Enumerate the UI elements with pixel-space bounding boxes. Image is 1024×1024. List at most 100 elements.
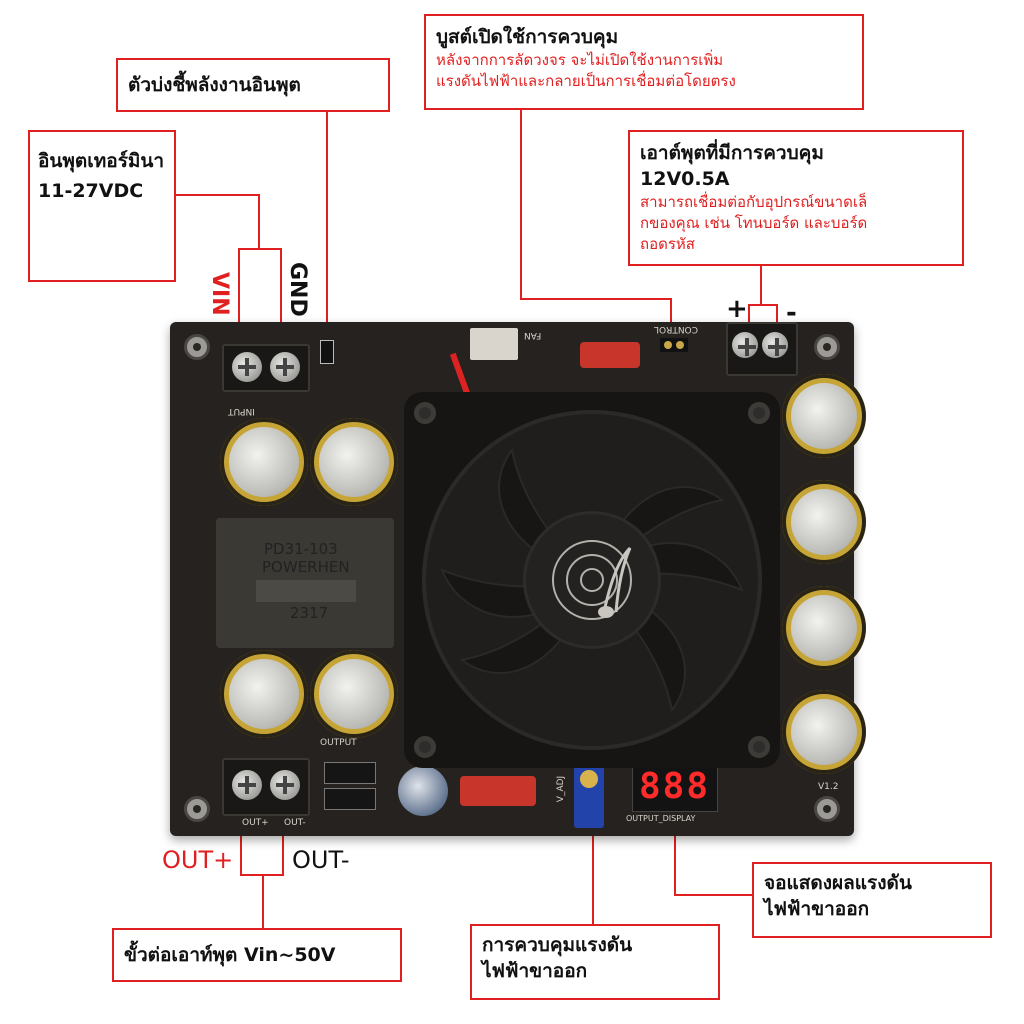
mounting-hole-bl <box>184 796 210 822</box>
ctrl-screw-minus <box>762 332 788 358</box>
output-diode-1 <box>324 762 376 784</box>
controlled-output-callout: เอาต์พุตที่มีการควบคุม 12V0.5A สามารถเชื… <box>628 130 964 266</box>
boost-leader-h <box>520 298 672 300</box>
boost-leader-v2 <box>670 298 672 334</box>
music-note-logo-icon <box>598 546 632 618</box>
output-screw-minus <box>270 770 300 800</box>
output-diode-2 <box>324 788 376 810</box>
version-silk: V1.2 <box>818 782 839 792</box>
mounting-hole-br <box>814 796 840 822</box>
input-capacitor-1 <box>220 418 308 506</box>
output-leader-v2 <box>282 820 284 876</box>
v-adj-silk-label: V_ADJ <box>556 775 567 803</box>
controlled-output-callout-rating: 12V0.5A <box>640 168 730 190</box>
input-terminal-callout: อินพุตเทอร์มินา 11-27VDC <box>28 130 176 282</box>
controlled-output-callout-line1: สามารถเชื่อมต่อกับอุปกรณ์ขนาดเล็ <box>640 193 868 211</box>
controlled-output-callout-line3: ถอดรหัส <box>640 235 695 253</box>
boost-enable-jumper <box>660 338 688 352</box>
input-terminal-callout-title: อินพุตเทอร์มินา 11-27VDC <box>38 150 165 202</box>
fan-screw-tl <box>414 402 436 424</box>
input-capacitor-2 <box>310 418 398 506</box>
control-silk-label: CONTROL <box>654 324 698 334</box>
output-screw-plus <box>232 770 262 800</box>
hub-logo-ring-2 <box>566 554 618 606</box>
mounting-hole-tl <box>184 334 210 360</box>
out-plus-silk: OUT+ <box>242 818 269 828</box>
inductor-core: PD31-103 POWERHEN 2317 <box>216 518 394 648</box>
fan-screw-br <box>748 736 770 758</box>
display-leader-v <box>674 822 676 896</box>
mounting-hole-tr <box>814 334 840 360</box>
output-terminal-callout: ขั้วต่อเอาท์พุต Vin~50V <box>112 928 402 982</box>
input-indicator-callout-title: ตัวบ่งชี้พลังงานอินพุต <box>128 74 301 96</box>
output-capacitor-2 <box>310 650 398 738</box>
ctrl-output-leader-v2 <box>748 304 750 334</box>
display-leader-h <box>674 894 754 896</box>
inductor-text-3: 2317 <box>290 604 329 622</box>
voltage-control-leader <box>592 822 594 924</box>
out-minus-label: OUT- <box>292 846 350 874</box>
film-capacitor-top <box>580 342 640 368</box>
fan-screw-bl <box>414 736 436 758</box>
voltage-display: 888 <box>632 762 718 812</box>
fan-screw-tr <box>748 402 770 424</box>
out-plus-label: OUT+ <box>162 846 234 874</box>
voltage-display-callout: จอแสดงผลแรงดัน ไฟฟ้าขาออก <box>752 862 992 938</box>
fan-connector <box>470 328 518 360</box>
potentiometer-screw[interactable] <box>580 770 598 788</box>
boost-control-callout-line1: หลังจากการลัดวงจร จะไม่เปิดใช้งานการเพิ่… <box>436 51 724 69</box>
fan-blade-area <box>422 410 762 750</box>
film-capacitor-bottom <box>460 776 536 806</box>
fan-silk-label: FAN <box>524 330 542 340</box>
inductor-text-1: PD31-103 <box>264 540 338 558</box>
input-leader-v2 <box>238 248 240 352</box>
voltage-control-callout-title2: ไฟฟ้าขาออก <box>482 960 588 982</box>
voltage-display-callout-title2: ไฟฟ้าขาออก <box>764 898 870 920</box>
right-capacitor-1 <box>782 374 866 458</box>
input-indicator-callout: ตัวบ่งชี้พลังงานอินพุต <box>116 58 390 112</box>
indicator-leader <box>326 112 328 332</box>
controlled-output-callout-title: เอาต์พุตที่มีการควบคุม <box>640 142 824 164</box>
inductor-window <box>256 580 356 602</box>
right-capacitor-3 <box>782 586 866 670</box>
input-screw-vin <box>232 352 262 382</box>
voltage-display-callout-title1: จอแสดงผลแรงดัน <box>764 872 912 894</box>
cooling-fan <box>404 392 780 768</box>
boost-control-callout: บูสต์เปิดใช้การควบคุม หลังจากการลัดวงจร … <box>424 14 864 110</box>
output-leader-v3 <box>262 874 264 928</box>
ctrl-output-leader-h <box>748 304 778 306</box>
ctrl-screw-plus <box>732 332 758 358</box>
hub-logo-ring-1 <box>552 540 632 620</box>
output-capacitor-1 <box>220 650 308 738</box>
output-display-silk: OUTPUT_DISPLAY <box>626 814 696 823</box>
voltage-adjust-potentiometer[interactable] <box>574 766 604 828</box>
vin-label: VIN <box>207 272 232 316</box>
hub-logo-ring-3 <box>580 568 604 592</box>
output-terminal-callout-title: ขั้วต่อเอาท์พุต Vin~50V <box>124 944 336 966</box>
ctrl-minus-label: - <box>786 298 797 328</box>
boost-control-callout-line2: แรงดันไฟฟ้าและกลายเป็นการเชื่อมต่อโดยตรง <box>436 72 736 90</box>
input-leader-v3 <box>280 248 282 352</box>
controlled-output-callout-line2: กของคุณ เช่น โทนบอร์ด และบอร์ด <box>640 214 868 232</box>
fan-hub <box>526 514 658 646</box>
input-screw-gnd <box>270 352 300 382</box>
ctrl-plus-label: + <box>726 294 748 324</box>
ctrl-output-leader-v3 <box>776 304 778 334</box>
input-leader-h1 <box>176 194 260 196</box>
right-capacitor-2 <box>782 480 866 564</box>
output-terminal-block <box>222 758 310 816</box>
voltage-control-callout-title1: การควบคุมแรงดัน <box>482 934 633 956</box>
display-digits: 888 <box>639 766 711 807</box>
jumper-pad-1 <box>664 341 672 349</box>
out-minus-silk: OUT- <box>284 818 306 828</box>
input-leader-h2 <box>238 248 282 250</box>
output-leader-v1 <box>240 820 242 876</box>
input-silk-label: INPUT <box>228 406 255 416</box>
boost-leader-v1 <box>520 110 522 300</box>
input-leader-v1 <box>258 194 260 250</box>
right-capacitor-4 <box>782 690 866 774</box>
ctrl-output-leader-v <box>760 266 762 306</box>
small-electrolytic-capacitor <box>398 766 448 816</box>
output-silk-label: OUTPUT <box>320 738 357 748</box>
inductor-text-2: POWERHEN <box>262 558 350 576</box>
